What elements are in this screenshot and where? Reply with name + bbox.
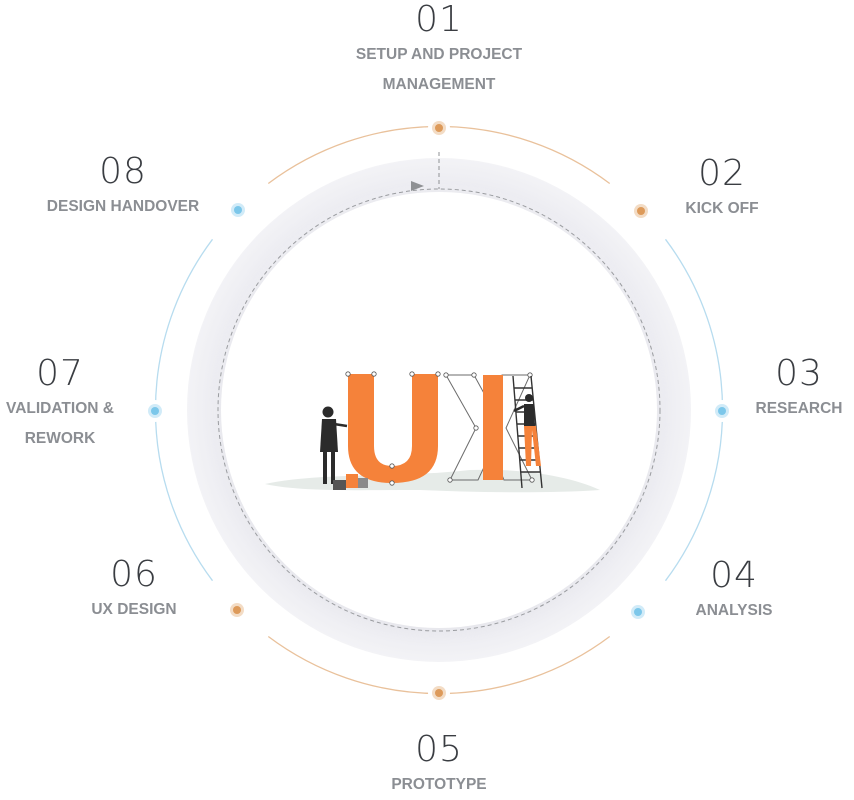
- step-number: 03: [775, 353, 823, 394]
- step-dot-01: [435, 124, 443, 132]
- step-dot-07: [151, 407, 159, 415]
- step-dot-08: [234, 206, 242, 214]
- step-label: ANALYSIS: [695, 602, 773, 619]
- ux-illustration: [265, 371, 600, 493]
- step-dot-04: [634, 608, 642, 616]
- step-07: 07 VALIDATION & REWORK: [0, 354, 120, 454]
- box-orange: [346, 474, 358, 488]
- step-dot-02: [637, 207, 645, 215]
- letter-u: [348, 374, 438, 483]
- step-05: 05 PROTOTYPE: [359, 730, 519, 800]
- step-01: 01 SETUP AND PROJECT MANAGEMENT: [319, 0, 559, 100]
- step-label: KICK OFF: [685, 200, 759, 217]
- cycle-arrow-icon: [411, 181, 424, 191]
- step-dot-03: [718, 407, 726, 415]
- step-02: 02 KICK OFF: [640, 154, 804, 224]
- step-06: 06 UX DESIGN: [64, 555, 204, 625]
- inner-disc: [221, 192, 657, 628]
- box-gray: [358, 478, 368, 488]
- step-number: 07: [36, 353, 84, 394]
- step-dot-06: [233, 606, 241, 614]
- step-number: 08: [99, 151, 147, 192]
- step-number: 01: [415, 0, 463, 40]
- step-08: 08 DESIGN HANDOVER: [28, 152, 218, 222]
- step-number: 02: [698, 153, 746, 194]
- step-label: SETUP AND PROJECT MANAGEMENT: [355, 46, 523, 93]
- box-dark: [333, 480, 346, 490]
- step-label: RESEARCH: [755, 400, 843, 417]
- step-03: 03 RESEARCH: [744, 354, 854, 424]
- step-number: 04: [710, 555, 758, 596]
- step-label: VALIDATION & REWORK: [6, 400, 114, 447]
- step-label: UX DESIGN: [91, 601, 177, 618]
- step-04: 04 ANALYSIS: [664, 556, 804, 626]
- step-label: DESIGN HANDOVER: [46, 198, 200, 215]
- step-label: PROTOTYPE: [391, 776, 487, 793]
- step-dot-05: [435, 689, 443, 697]
- standing-person: [320, 406, 348, 484]
- letter-x-fill: [483, 375, 503, 480]
- person-on-ladder: [513, 394, 541, 466]
- step-number: 06: [110, 554, 158, 595]
- step-number: 05: [415, 729, 463, 770]
- dashed-cycle-path: [217, 188, 661, 632]
